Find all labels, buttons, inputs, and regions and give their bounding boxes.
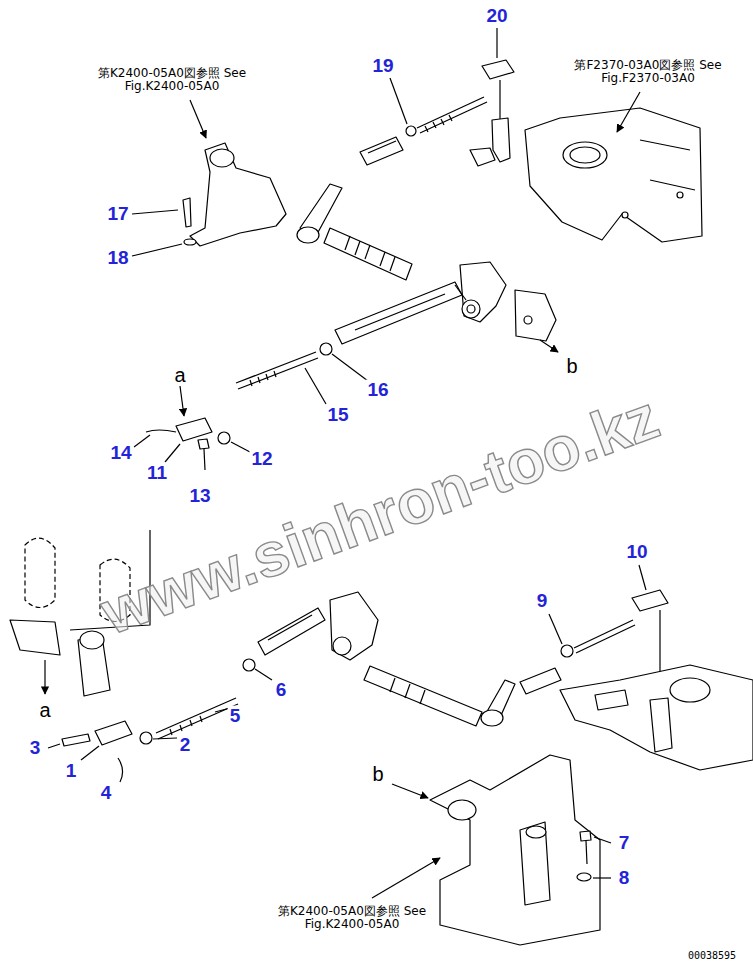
ref-note: 第F2370-03A0図参照 See Fig.F2370-03A0 [562,58,734,86]
callout-number: 10 [624,542,649,563]
callout-number: 1 [64,761,79,782]
callout-number: 20 [484,6,509,27]
detail-letter: b [370,763,385,785]
watermark: www.sinhron-too.kz [93,383,668,648]
callout-number: 19 [370,56,395,77]
callout-number: 14 [108,443,133,464]
ref-note: 第K2400-05A0図参照 See Fig.K2400-05A0 [86,66,258,94]
callout-number: 5 [228,706,243,727]
callout-number: 15 [325,405,350,426]
detail-letter: a [37,699,52,721]
callout-number: 16 [365,380,390,401]
ref-note: 第K2400-05A0図参照 See Fig.K2400-05A0 [266,904,438,932]
detail-letter: b [564,355,579,377]
callout-number: 7 [617,833,632,854]
callout-number: 6 [274,680,289,701]
callout-number: 17 [105,204,130,225]
callout-number: 2 [178,735,193,756]
callout-number: 9 [535,591,550,612]
callout-number: 13 [187,486,212,507]
callout-number: 11 [145,463,169,484]
callout-number: 8 [617,868,632,889]
callout-number: 4 [99,783,114,804]
drawing-number: 00038595 [688,950,736,961]
callout-number: 18 [105,248,130,269]
callout-number: 12 [249,449,274,470]
detail-letter: a [172,364,187,386]
callout-number: 3 [28,738,43,759]
